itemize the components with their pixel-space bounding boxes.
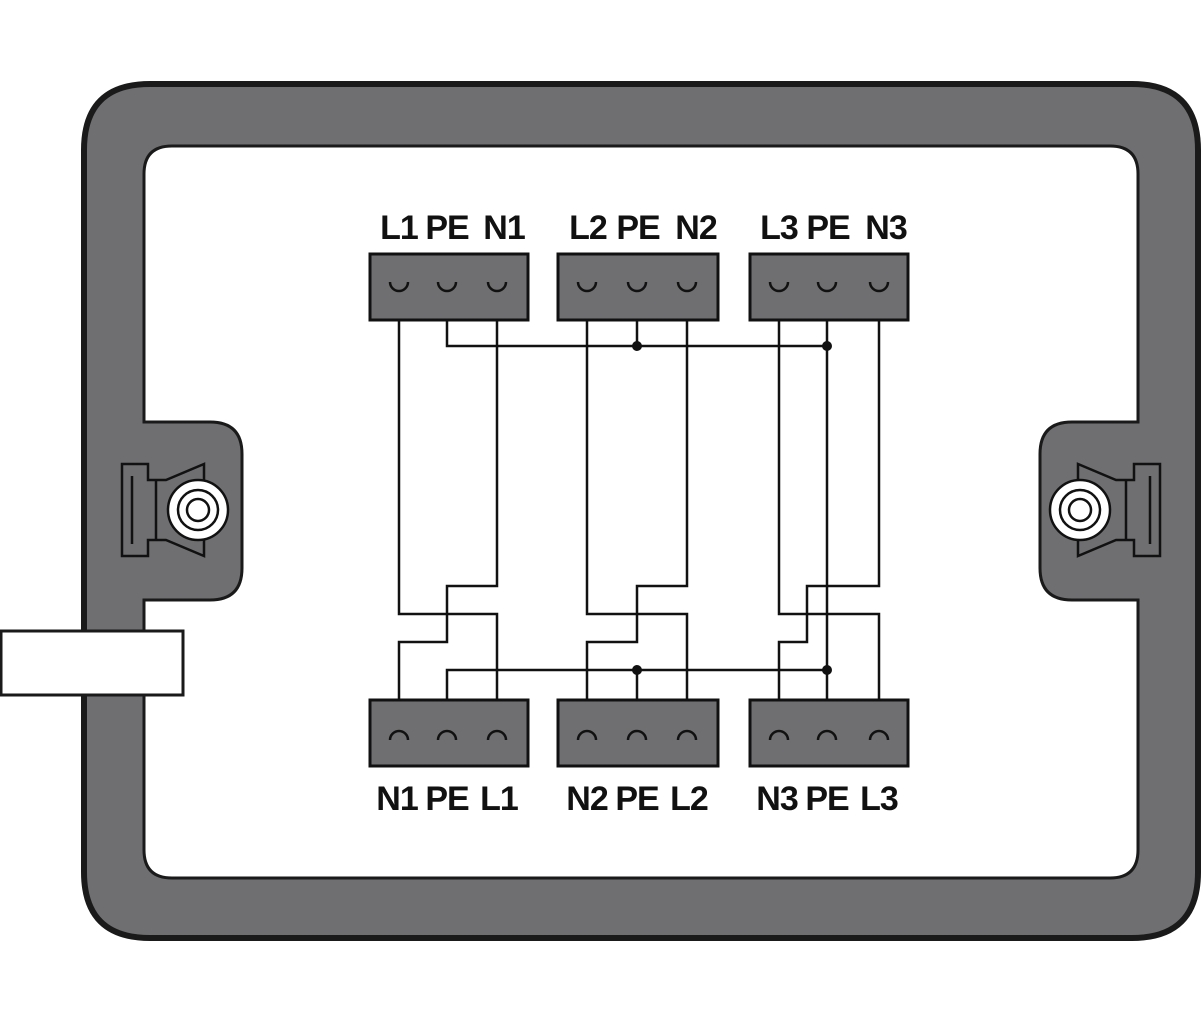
- top-connectors: [368, 252, 910, 322]
- wire-n1: [397, 294, 499, 728]
- housing-frame: [81, 81, 1201, 941]
- terminal-label: PE: [615, 780, 659, 818]
- mounting-clip-right: [1048, 462, 1162, 558]
- wire-n3: [777, 294, 881, 728]
- terminal-label: N1: [376, 780, 418, 818]
- terminal-label: PE: [616, 209, 660, 247]
- bottom-connectors: [368, 698, 910, 768]
- terminal-label: PE: [425, 780, 469, 818]
- wire-n2: [585, 294, 689, 728]
- terminal-label: PE: [425, 209, 469, 247]
- inner-cavity: [142, 144, 1140, 880]
- terminal-label: N2: [566, 780, 608, 818]
- terminal-label: N2: [675, 209, 717, 247]
- terminal-label: L3: [760, 209, 798, 247]
- connector-top-2: [556, 252, 720, 322]
- terminal-label: PE: [806, 209, 850, 247]
- connector-bottom-3: [748, 698, 910, 768]
- terminal-label: L2: [670, 780, 708, 818]
- bottom-labels: N1 PE L1 N2 PE L2 N3 PE L3: [376, 780, 899, 818]
- terminal-label: L1: [480, 780, 518, 818]
- terminal-label: L2: [569, 209, 607, 247]
- junction-dot: [632, 665, 642, 675]
- label-tab: [0, 629, 185, 697]
- wire-l3: [777, 294, 881, 728]
- terminal-label: L3: [860, 780, 898, 818]
- junction-dot: [632, 341, 642, 351]
- terminal-label: N1: [483, 209, 525, 247]
- connector-top-3: [748, 252, 910, 322]
- terminal-label: PE: [805, 780, 849, 818]
- mounting-clip-left: [120, 462, 230, 558]
- connector-bottom-1: [368, 698, 530, 768]
- connector-top-1: [368, 252, 530, 322]
- terminal-label: L1: [380, 209, 418, 247]
- terminal-label: N3: [756, 780, 798, 818]
- top-labels: L1 PE N1 L2 PE N2 L3 PE N3: [380, 209, 908, 247]
- wiring: [397, 294, 881, 728]
- junction-dot: [822, 665, 832, 675]
- junction-dot: [822, 341, 832, 351]
- pe-bus-top: [445, 318, 827, 348]
- terminal-label: N3: [865, 209, 907, 247]
